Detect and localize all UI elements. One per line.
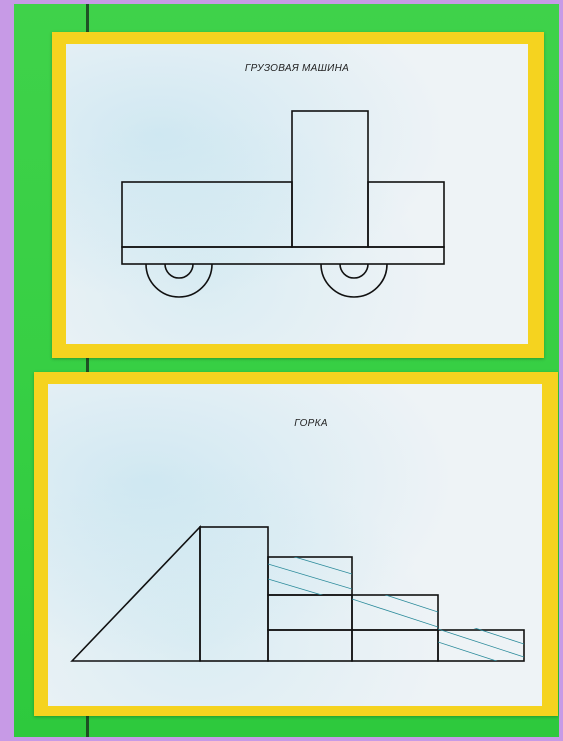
truck-wheel-rear [146,264,212,297]
slide-step-2-top [352,595,438,630]
truck-chassis [122,247,444,264]
slide-step-1-bottom [268,630,352,661]
slide-step-1-mid [268,595,352,630]
slide-hatch-2 [352,584,438,627]
truck-hood [368,182,444,247]
card-slide: ГОРКА [34,372,558,716]
photo: ГРУЗОВАЯ МАШИНА ГОРКА [14,4,559,737]
truck-cab [292,111,368,247]
truck-wheel-front-inner [340,264,368,278]
slide-drawing [48,384,542,706]
slide-tower [200,527,268,661]
card-slide-paper: ГОРКА [48,384,542,706]
slide-step-1-top [268,557,352,595]
truck-wheel-rear-inner [165,264,193,278]
card-truck-paper: ГРУЗОВАЯ МАШИНА [66,44,528,344]
slide-ramp [72,527,200,661]
truck-drawing [66,44,528,344]
truck-body-rear [122,182,292,247]
card-truck: ГРУЗОВАЯ МАШИНА [52,32,544,358]
slide-step-2-bottom [352,630,438,661]
slide-hatch-3 [438,616,524,670]
truck-wheel-front [321,264,387,297]
